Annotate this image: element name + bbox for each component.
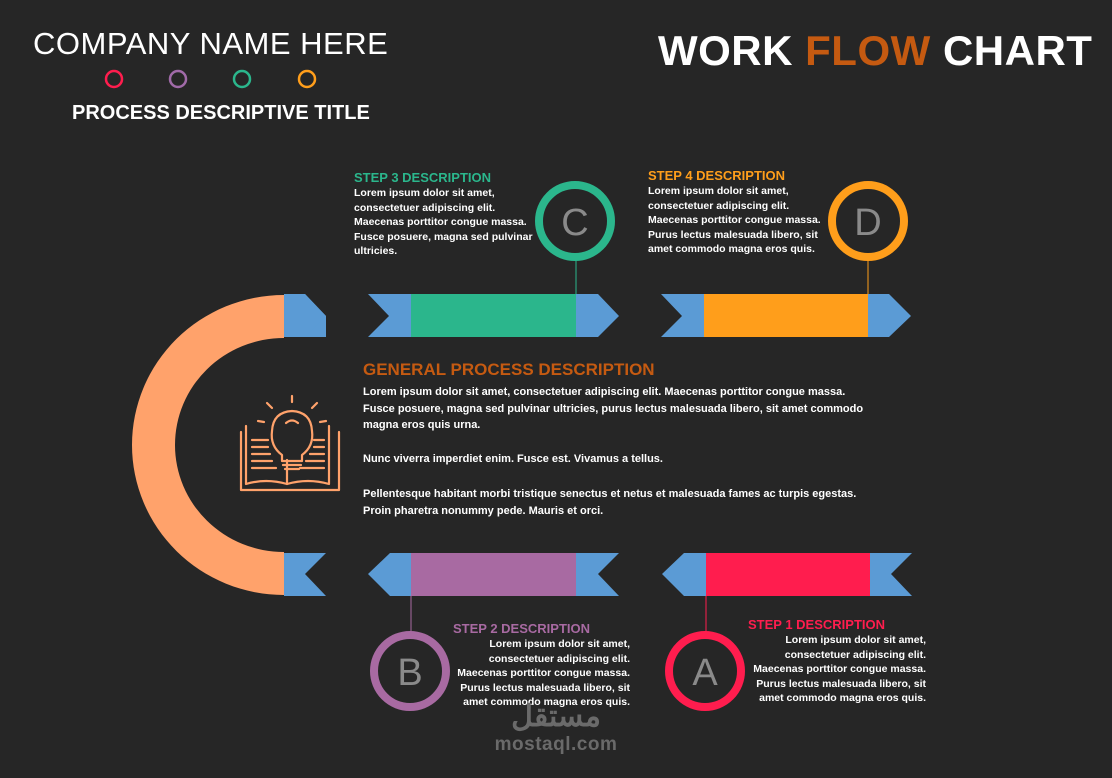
bar-step3 (411, 294, 576, 337)
general-process-title: GENERAL PROCESS DESCRIPTION (363, 360, 655, 379)
step1-line: amet commodo magna eros quis. (759, 692, 926, 705)
step4-line: Lorem ipsum dolor sit amet, (648, 185, 789, 197)
arrow-head-step3 (576, 294, 619, 337)
company-name: COMPANY NAME HERE (33, 26, 389, 61)
bar-step2 (411, 553, 576, 596)
step4-line: consectetuer adipiscing elit. (648, 199, 790, 212)
general-line: magna eros quis urna. (363, 419, 481, 431)
dot-orange (297, 69, 317, 89)
step2-line: Maecenas porttitor congue massa. (457, 667, 630, 680)
general-paragraph-1: Lorem ipsum dolor sit amet, consectetuer… (363, 384, 903, 434)
step1-title: STEP 1 DESCRIPTION (747, 617, 885, 632)
step-circle-d (828, 181, 908, 261)
step1-line: Lorem ipsum dolor sit amet, (785, 634, 926, 646)
step2-line: Purus lectus malesuada libero, sit (460, 681, 630, 694)
step2-title: STEP 2 DESCRIPTION (452, 621, 590, 636)
general-line: Proin pharetra nonummy pede. Mauris et o… (363, 504, 604, 517)
step4-line: Maecenas porttitor congue massa. (648, 214, 821, 227)
step1-line: Maecenas porttitor congue massa. (753, 663, 926, 676)
step-circle-b (370, 631, 450, 711)
dot-green (232, 69, 252, 89)
general-line: Lorem ipsum dolor sit amet, consectetuer… (363, 386, 846, 398)
general-paragraph-2: Nunc viverra imperdiet enim. Fusce est. … (363, 453, 663, 465)
step1-description: Lorem ipsum dolor sit amet, consectetuer… (726, 633, 926, 706)
bar-step1 (706, 553, 870, 596)
step-circle-a (665, 631, 745, 711)
page-title: WORK FLOW CHART (658, 27, 1092, 75)
step3-line: Maecenas porttitor congue massa. (354, 216, 527, 229)
title-part1: WORK (658, 27, 806, 74)
general-line: Pellentesque habitant morbi tristique se… (363, 488, 857, 500)
arrow-head-step4 (868, 294, 911, 337)
arrow-tail-step4 (661, 294, 704, 337)
arrow-head-step2 (368, 553, 411, 596)
arrow-head-step1 (662, 553, 706, 596)
step3-title: STEP 3 DESCRIPTION (354, 170, 492, 185)
watermark: مستقل mostaql.com (486, 700, 626, 756)
arrow-tail-bottom-left (284, 553, 326, 596)
step3-line: ultricies. (354, 245, 398, 258)
step4-line: amet commodo magna eros quis. (648, 243, 815, 256)
arrow-tail-step2 (576, 553, 619, 596)
step3-line: consectetuer adipiscing elit. (354, 201, 496, 214)
color-dots (104, 69, 317, 89)
title-part2: CHART (930, 27, 1093, 74)
bar-step4 (704, 294, 868, 337)
dot-red (104, 69, 124, 89)
arrow-tail-step1 (870, 553, 912, 596)
step3-line: Lorem ipsum dolor sit amet, (354, 187, 495, 199)
general-paragraph-3: Pellentesque habitant morbi tristique se… (363, 486, 903, 519)
step1-line: consectetuer adipiscing elit. (784, 648, 926, 661)
step-letter-c: C (561, 202, 588, 244)
step1-line: Purus lectus malesuada libero, sit (756, 677, 926, 690)
arrow-tail-step3 (368, 294, 411, 337)
step2-line: consectetuer adipiscing elit. (488, 652, 630, 665)
step-circle-c (535, 181, 615, 261)
step4-title: STEP 4 DESCRIPTION (648, 168, 786, 183)
step2-line: amet commodo magna eros quis. (463, 696, 630, 709)
general-line: Fusce posuere, magna sed pulvinar ultric… (363, 402, 864, 415)
step3-description: Lorem ipsum dolor sit amet, consectetuer… (354, 186, 544, 259)
title-accent: FLOW (805, 27, 931, 74)
step-letter-d: D (854, 202, 881, 244)
dot-purple (168, 69, 188, 89)
connector-arc (132, 295, 284, 595)
step2-line: Lorem ipsum dolor sit amet, (489, 638, 630, 650)
step-letter-a: A (692, 652, 718, 694)
step2-description: Lorem ipsum dolor sit amet, consectetuer… (430, 637, 630, 710)
step-letter-b: B (397, 652, 422, 694)
process-title: PROCESS DESCRIPTIVE TITLE (72, 102, 370, 124)
watermark-logo: مستقل (511, 700, 601, 733)
book-lightbulb-icon (239, 394, 341, 492)
watermark-url: mostaql.com (494, 734, 618, 755)
step4-line: Purus lectus malesuada libero, sit (648, 228, 818, 241)
arrow-tip-top-left-b (284, 294, 326, 337)
step4-description: Lorem ipsum dolor sit amet, consectetuer… (648, 184, 838, 257)
step3-line: Fusce posuere, magna sed pulvinar (354, 230, 533, 243)
